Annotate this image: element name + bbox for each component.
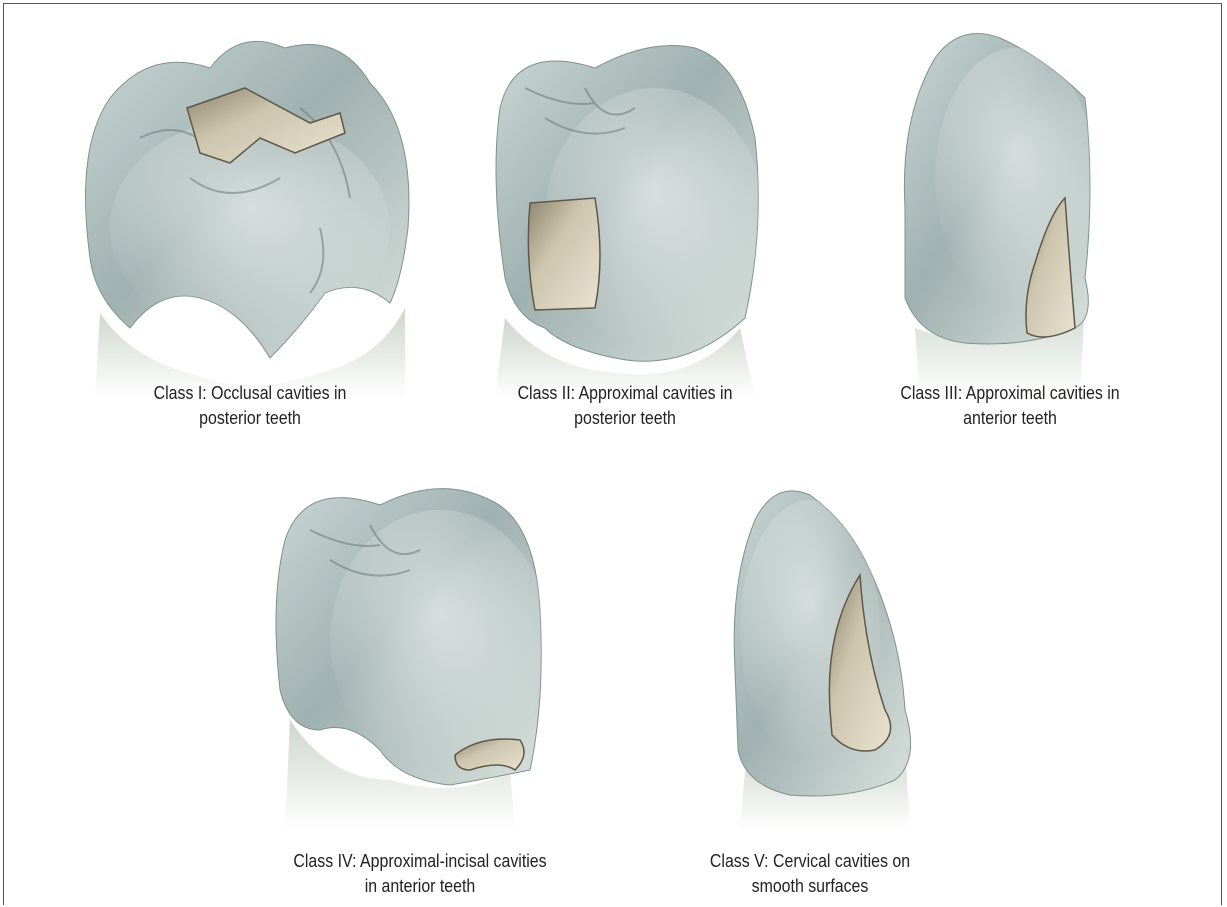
incisor-class-3-illustration	[845, 28, 1175, 398]
cavity-approximal	[528, 198, 600, 310]
figure-class-1: Class I: Occlusal cavities in posterior …	[70, 28, 430, 458]
caption-class-4: Class IV: Approximal-incisal cavities in…	[257, 848, 584, 898]
figure-class-5: Class V: Cervical cavities on smooth sur…	[660, 480, 960, 905]
figure-class-4: Class IV: Approximal-incisal cavities in…	[230, 480, 610, 905]
caption-class-1: Class I: Occlusal cavities in posterior …	[95, 380, 405, 430]
caption-class-3: Class III: Approximal cavities in anteri…	[868, 380, 1152, 430]
molar-class-4-illustration	[230, 480, 610, 830]
caption-class-5: Class V: Cervical cavities on smooth sur…	[681, 848, 939, 898]
figure-class-2: Class II: Approximal cavities in posteri…	[455, 28, 795, 458]
molar-class-1-illustration	[70, 28, 430, 398]
molar-class-2-illustration	[455, 28, 795, 398]
caption-class-2: Class II: Approximal cavities in posteri…	[479, 380, 771, 430]
figure-class-3: Class III: Approximal cavities in anteri…	[845, 28, 1175, 458]
incisor-class-5-illustration	[660, 480, 960, 830]
